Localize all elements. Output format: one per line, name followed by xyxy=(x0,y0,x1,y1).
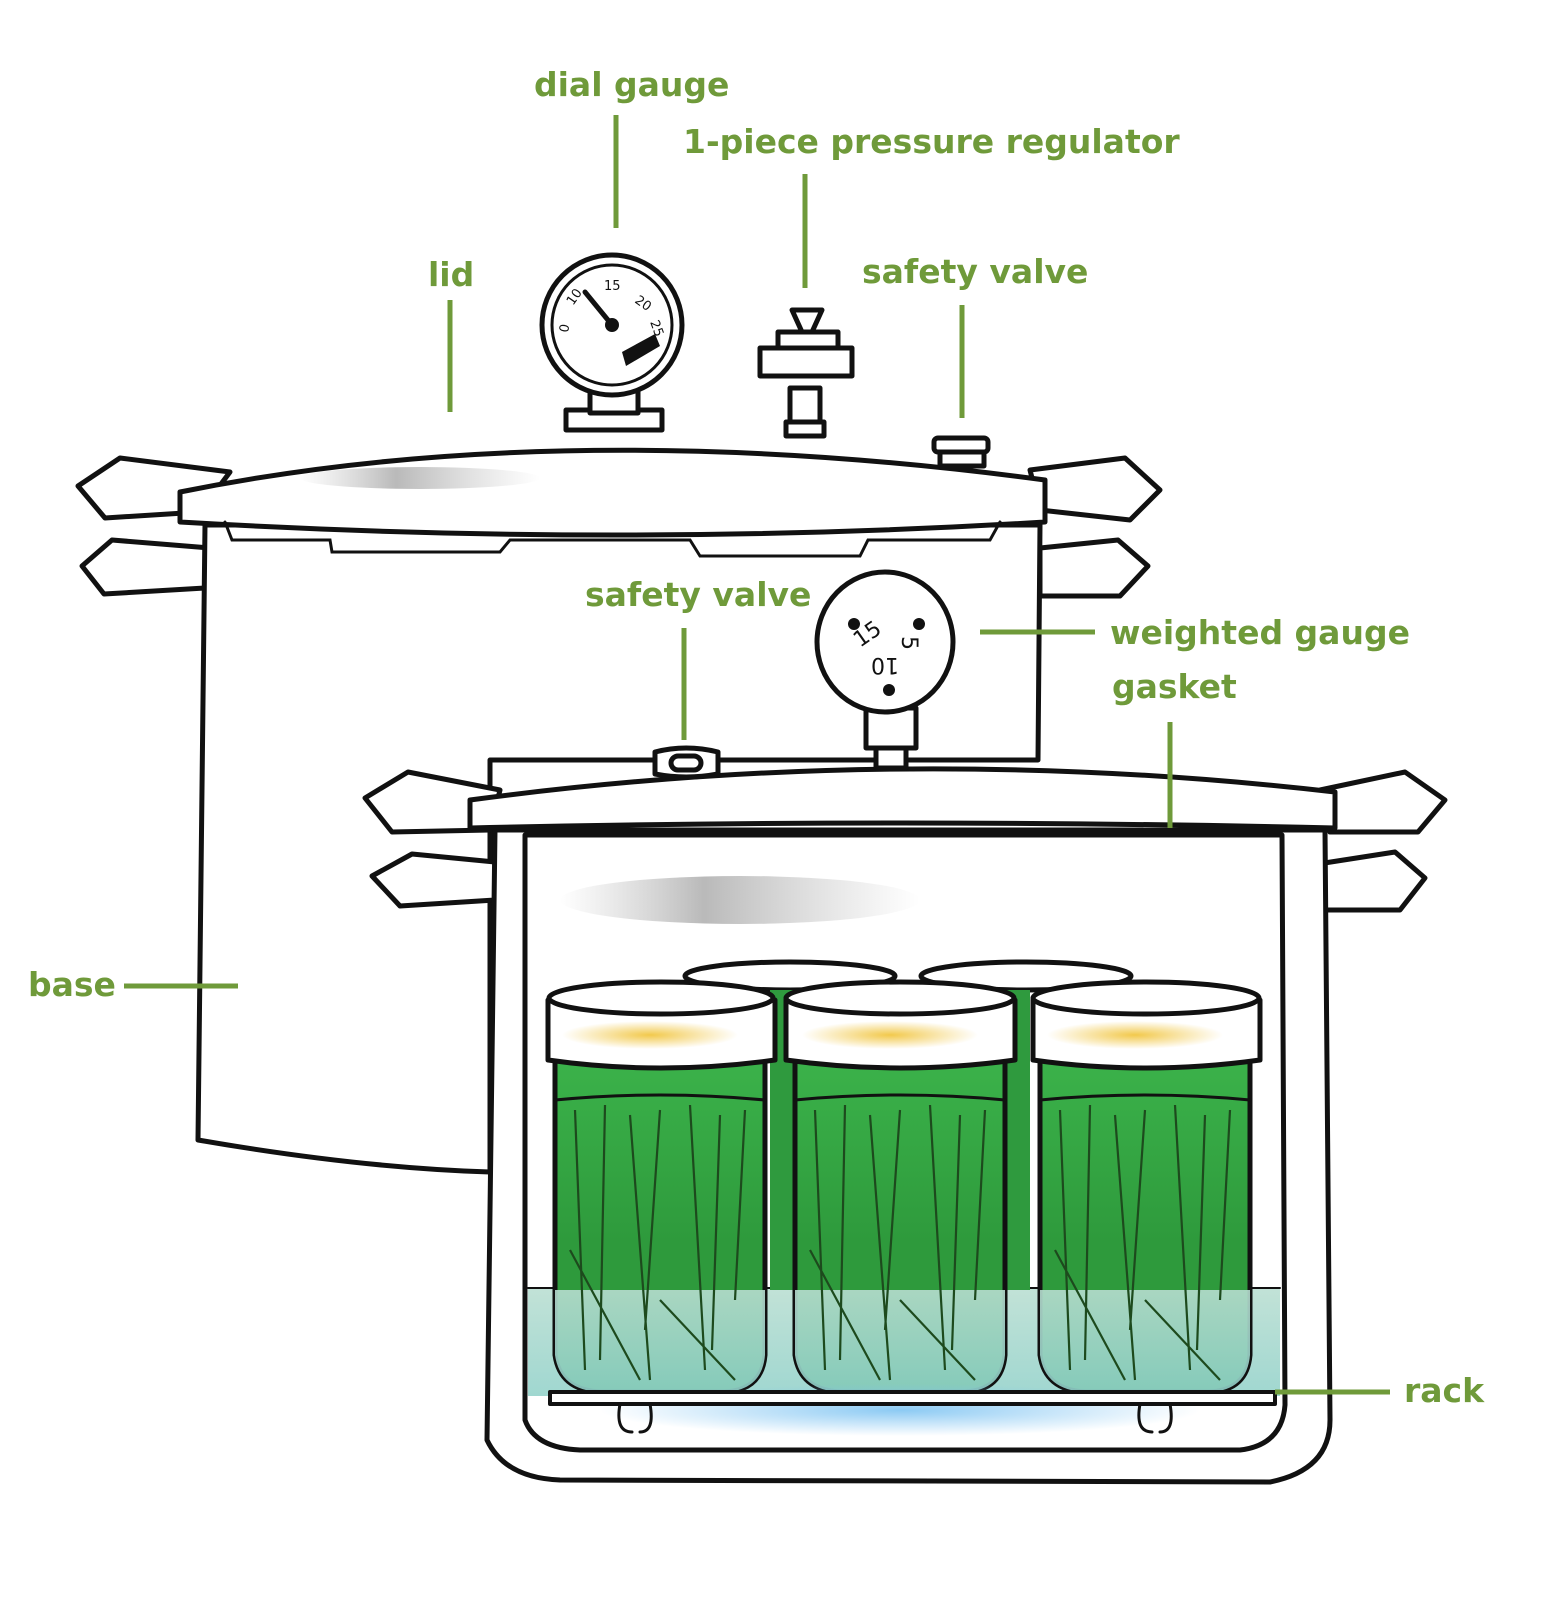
jar-2 xyxy=(783,979,1018,1395)
front-right-upper-handle xyxy=(1317,769,1448,835)
weight-mark-10: 10 xyxy=(871,652,899,677)
label-rack: rack xyxy=(1404,1371,1485,1410)
rack xyxy=(548,1384,1277,1436)
leader-lines xyxy=(124,115,1390,1395)
dial-tick-0: 0 xyxy=(557,323,573,334)
dial-gauge: 0 10 15 20 25 xyxy=(539,252,685,433)
front-canner-lid xyxy=(467,766,1338,831)
back-safety-valve xyxy=(931,435,991,469)
label-regulator: 1-piece pressure regulator xyxy=(683,122,1180,161)
label-safety-valve-back: safety valve xyxy=(862,252,1088,291)
weighted-gauge: 15 5 10 xyxy=(814,569,956,771)
jar-3 xyxy=(1030,979,1263,1395)
label-lid: lid xyxy=(428,255,474,294)
front-right-lower-handle xyxy=(1315,849,1428,913)
front-canner: 15 5 10 xyxy=(362,569,1448,1485)
back-right-lower-handle xyxy=(1037,537,1151,599)
dial-tick-25: 25 xyxy=(646,318,666,339)
back-left-lower-handle xyxy=(79,537,213,597)
label-gasket: gasket xyxy=(1112,667,1237,706)
label-safety-valve-front: safety valve xyxy=(585,575,811,614)
label-dial-gauge: dial gauge xyxy=(534,65,729,104)
pressure-regulator xyxy=(757,307,855,439)
back-canner-lid xyxy=(177,447,1048,538)
label-weighted-gauge: weighted gauge xyxy=(1110,613,1410,652)
front-steam-sheen xyxy=(560,876,920,924)
back-right-upper-handle xyxy=(1027,455,1163,523)
weight-mark-5: 5 xyxy=(896,636,921,650)
back-lid-sheen xyxy=(300,467,540,489)
jar-1 xyxy=(545,979,778,1395)
labels: dial gauge 1-piece pressure regulator li… xyxy=(28,65,1485,1410)
front-safety-valve xyxy=(652,745,721,780)
label-base: base xyxy=(28,965,116,1004)
dial-tick-15: 15 xyxy=(604,279,621,294)
